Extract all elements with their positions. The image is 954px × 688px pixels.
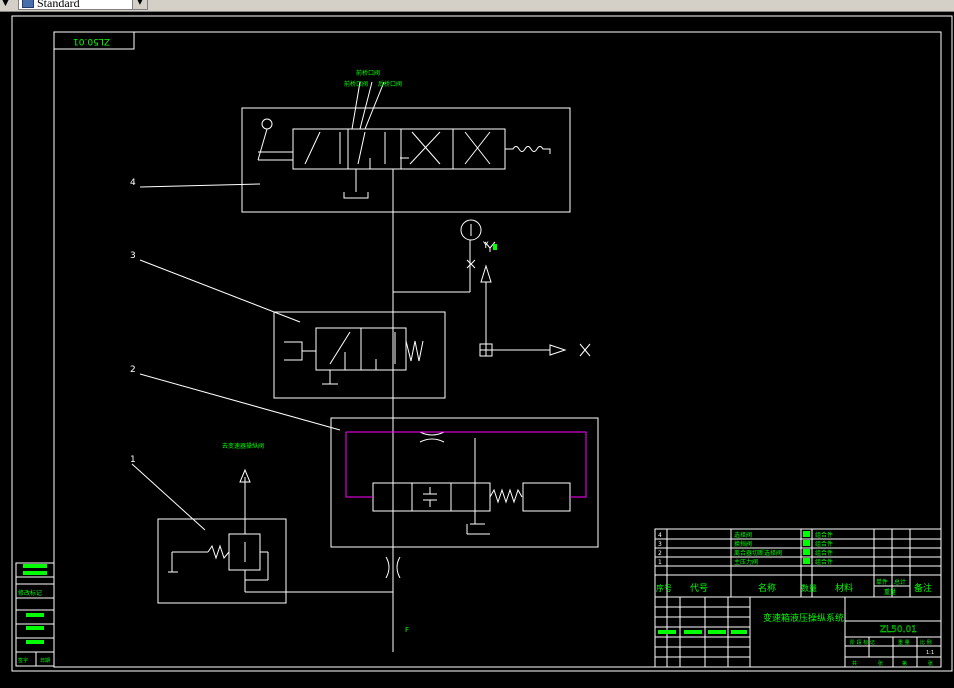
outer-frame (11, 15, 953, 672)
valve4-port-3: 后桥口阀 (378, 80, 402, 88)
header-material: 材料 (835, 582, 853, 594)
drawing-canvas[interactable]: ZL50.01 4 3 2 1 前桥口阀 前桥口阀 后桥口阀 去变速器操纵阀 Y… (0, 12, 954, 684)
callout-3: 3 (130, 251, 136, 261)
part-name-3: 离合器切断选择阀 (734, 549, 782, 557)
scale-label: 比 例 (920, 639, 932, 646)
toolbar-dropdown-arrow-icon[interactable]: ▼ (2, 0, 9, 8)
bottom-tag: F (405, 626, 409, 634)
text-style-icon (22, 0, 34, 8)
scale-value: 1:1 (926, 650, 934, 656)
orifice-right (396, 556, 401, 579)
axis-symbol (479, 264, 591, 357)
drawing-svg: ZL50.01 4 3 2 1 前桥口阀 前桥口阀 后桥口阀 去变速器操纵阀 Y… (11, 15, 953, 672)
part-no-2: 3 (658, 541, 662, 548)
header-total-weight: 总计 (894, 578, 906, 586)
sheet-unit-1: 张 (878, 660, 883, 667)
valve-1 (157, 468, 393, 604)
stage-mark-label: 阶 段 标 记 (850, 639, 875, 646)
valve-3 (273, 311, 446, 399)
valve4-port-2: 前桥口阀 (344, 80, 368, 88)
callout-1-leader (131, 463, 206, 531)
part-material-2: 组合件 (815, 540, 833, 548)
strip-label-3: 日期 (40, 658, 50, 664)
sheet-no-label: 第 (902, 660, 907, 667)
text-style-value: Standard (37, 0, 80, 10)
sheet-unit-2: 张 (928, 660, 933, 667)
callout-2: 2 (130, 365, 136, 375)
valve-4 (241, 81, 571, 213)
sensor-label: Y (482, 241, 489, 251)
axis-label: X (580, 348, 587, 359)
valve-2 (330, 417, 599, 548)
valve4-port-1: 前桥口阀 (356, 69, 380, 77)
valve1-label: 去变速器操纵阀 (222, 442, 264, 450)
part-name-4: 主压力阀 (734, 558, 758, 566)
callout-4: 4 (130, 178, 136, 188)
inner-frame (53, 31, 942, 668)
part-no-3: 2 (658, 550, 662, 557)
frame-tag-box (53, 31, 135, 50)
text-style-combo[interactable]: Standard ▼ (18, 0, 148, 10)
drawing-title: 变速箱液压操纵系统 (763, 612, 844, 624)
toolbar: ▼ Standard ▼ (0, 0, 954, 12)
part-no-4: 1 (658, 559, 662, 566)
callout-4-leader (139, 183, 261, 188)
part-material-3: 组合件 (815, 549, 833, 557)
part-name-1: 选择阀 (734, 531, 752, 539)
gauge-branch (393, 219, 496, 293)
drawing-no: ZL50.01 (880, 625, 917, 635)
filled-marks (23, 244, 810, 644)
orifice-left (385, 556, 390, 579)
part-no-1: 4 (658, 532, 662, 539)
header-no: 序号 (656, 583, 672, 593)
header-unit-weight: 单件 (876, 578, 888, 586)
frame-tag: ZL50.01 (73, 36, 110, 46)
sheet-total-label: 共 (852, 660, 857, 667)
callout-2-leader (139, 373, 341, 431)
chevron-down-icon[interactable]: ▼ (132, 0, 147, 9)
header-weight: 重量 (884, 588, 896, 596)
left-strip (15, 562, 55, 667)
callout-3-leader (139, 259, 301, 323)
header-qty: 数量 (801, 583, 817, 593)
header-remarks: 备注 (914, 582, 932, 594)
title-block (654, 528, 942, 668)
strip-label-2: 签字 (18, 657, 28, 664)
part-material-1: 组合件 (815, 531, 833, 539)
header-name: 名称 (758, 582, 776, 594)
strip-label-1: 修改标记 (18, 589, 42, 597)
header-code: 代号 (690, 583, 708, 594)
callout-1: 1 (130, 455, 136, 465)
valve-2-pilot-loop (345, 431, 587, 498)
weight-label: 重 量 (898, 639, 910, 646)
part-material-4: 组合件 (815, 558, 833, 566)
part-name-2: 换挡阀 (734, 540, 752, 548)
